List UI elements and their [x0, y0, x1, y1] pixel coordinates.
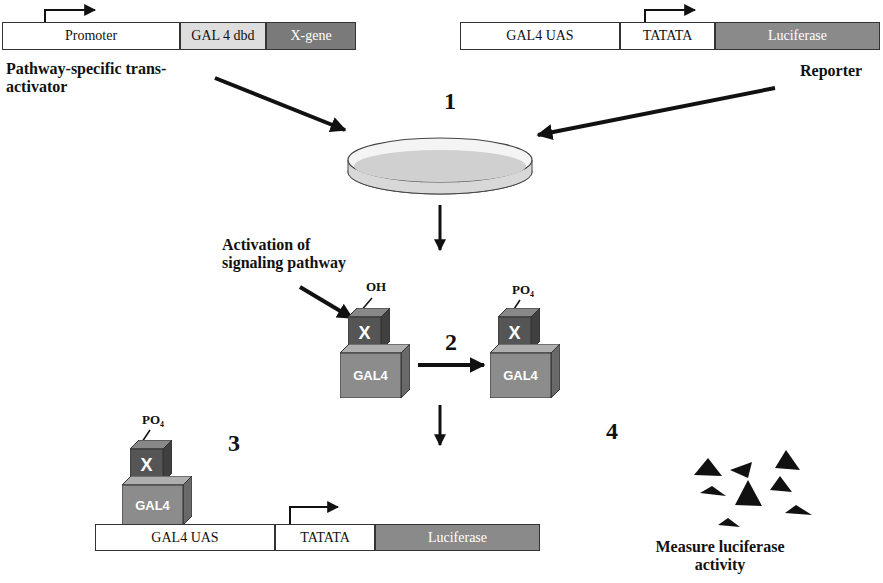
- step-number: 4: [606, 418, 630, 446]
- segment-label: Luciferase: [428, 530, 487, 546]
- construct-label: Reporter: [800, 62, 878, 80]
- domain-label: GAL4: [490, 353, 551, 398]
- uas-segment: GAL4 UAS: [95, 524, 275, 551]
- transcription-start-arrow: [290, 507, 338, 524]
- tata-segment: TATATA: [275, 524, 375, 551]
- chemical-group: PO₄: [142, 413, 182, 428]
- domain-label: GAL4: [122, 485, 183, 525]
- segment-label: GAL 4 dbd: [191, 28, 254, 44]
- tata-segment: TATATA: [620, 22, 715, 50]
- segment-label: TATATA: [643, 28, 693, 44]
- transcription-start-arrow: [45, 10, 95, 22]
- flow-arrow: [538, 88, 775, 135]
- segment-label: TATATA: [300, 530, 350, 546]
- step-number: 3: [228, 430, 252, 458]
- luciferase-segment: Luciferase: [375, 524, 540, 551]
- gal4-domain-cube: GAL4: [490, 344, 560, 398]
- promoter-segment: Promoter: [2, 22, 180, 50]
- domain-label: GAL4: [340, 353, 401, 398]
- chemical-group: OH: [366, 280, 396, 295]
- gene-segment: X-gene: [266, 22, 356, 50]
- flow-arrow: [439, 205, 442, 250]
- process-label: Measure luciferase activity: [640, 538, 800, 575]
- segment-label: Promoter: [65, 28, 117, 44]
- segment-label: Luciferase: [768, 28, 827, 44]
- process-label: Activation of signaling pathway: [222, 236, 372, 273]
- gal4-domain-cube: GAL4: [122, 476, 192, 525]
- gal4-domain-cube: GAL4: [340, 344, 410, 398]
- reaction-arrow: [418, 363, 484, 367]
- segment-label: X-gene: [290, 28, 331, 44]
- segment-label: GAL4 UAS: [151, 530, 218, 546]
- flow-arrow: [439, 405, 442, 445]
- segment-label: GAL4 UAS: [506, 28, 573, 44]
- step-number: 2: [445, 329, 457, 357]
- step-number: 1: [444, 88, 468, 116]
- dbd-segment: GAL 4 dbd: [180, 22, 266, 50]
- flow-arrow: [215, 78, 345, 130]
- transcription-start-arrow: [645, 10, 695, 22]
- chemical-group: PO₄: [512, 283, 552, 298]
- culture-dish: [348, 138, 532, 194]
- light-symbols: [694, 450, 812, 527]
- luciferase-segment: Luciferase: [715, 22, 880, 50]
- uas-segment: GAL4 UAS: [460, 22, 620, 50]
- flow-arrow: [300, 287, 352, 318]
- construct-label: Pathway-specific trans-activator: [6, 60, 176, 97]
